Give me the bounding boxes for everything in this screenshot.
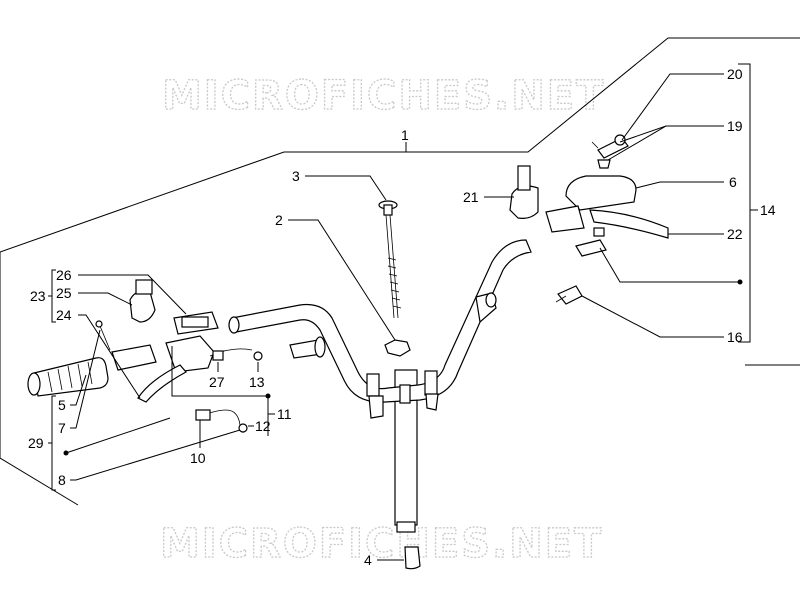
callout-14: 14 — [760, 202, 776, 218]
right-control-assembly — [545, 134, 669, 305]
callout-25: 25 — [56, 285, 72, 301]
callout-labels: 1 2 3 4 5 6 7 8 10 11 12 13 14 16 19 20 … — [28, 66, 776, 568]
callout-10: 10 — [190, 450, 206, 466]
callout-5: 5 — [58, 397, 66, 413]
callout-29: 29 — [28, 435, 44, 451]
callout-12: 12 — [255, 418, 271, 434]
callout-13: 13 — [249, 374, 265, 390]
callout-11: 11 — [277, 406, 292, 422]
callout-7: 7 — [58, 420, 66, 436]
callout-4: 4 — [364, 552, 372, 568]
assembly-outline — [0, 37, 800, 506]
long-bolt — [378, 200, 402, 319]
callout-24: 24 — [56, 307, 72, 323]
steering-column — [394, 369, 421, 570]
watermark-bottom: MICROFICHES.NET — [160, 521, 603, 567]
callout-26: 26 — [56, 267, 72, 283]
callout-2: 2 — [275, 212, 283, 228]
brake-hose — [195, 409, 248, 433]
callout-21: 21 — [463, 189, 479, 205]
callout-19: 19 — [727, 118, 743, 134]
callout-8: 8 — [58, 472, 66, 488]
right-clamp — [509, 165, 539, 219]
left-grip — [27, 357, 109, 397]
left-control-assembly — [95, 311, 263, 403]
leader-lines — [48, 63, 758, 561]
callout-22: 22 — [727, 226, 743, 242]
callout-3: 3 — [292, 168, 300, 184]
callout-23: 23 — [30, 288, 46, 304]
callout-27: 27 — [209, 374, 225, 390]
callout-20: 20 — [727, 66, 743, 82]
left-clamp — [129, 279, 156, 323]
handlebar — [228, 239, 532, 419]
callout-16: 16 — [727, 329, 743, 345]
nut — [384, 339, 411, 357]
callout-6: 6 — [729, 174, 737, 190]
watermark-top: MICROFICHES.NET — [162, 73, 605, 119]
callout-1: 1 — [401, 127, 409, 143]
